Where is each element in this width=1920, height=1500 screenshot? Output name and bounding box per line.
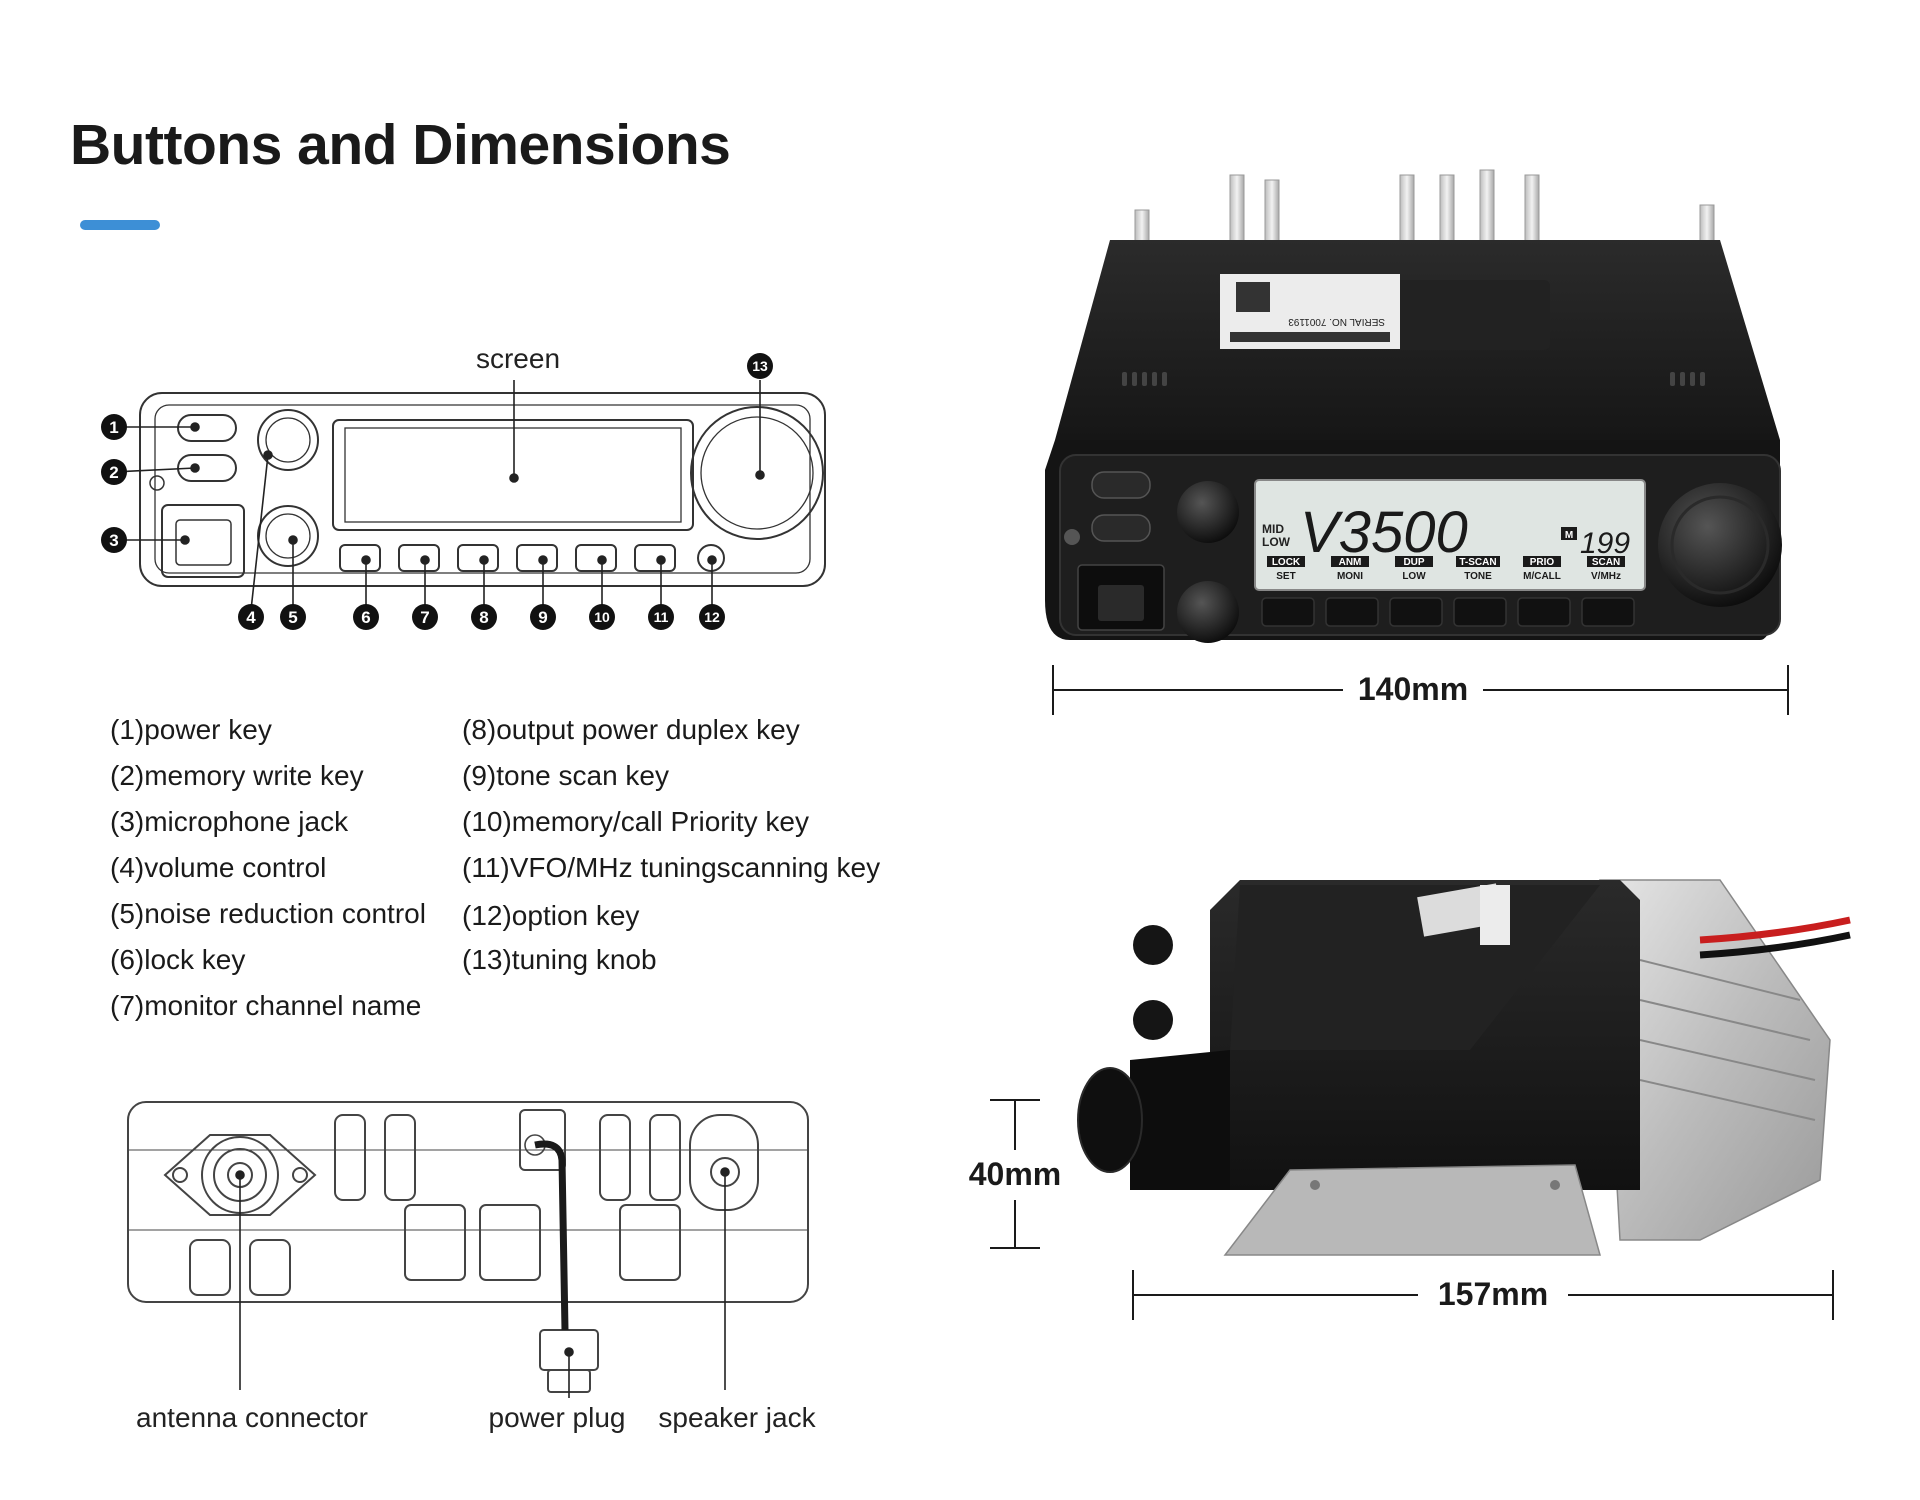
tuning-knob-outline [690,406,824,540]
screen-label: screen [476,343,560,374]
legend-item-10: (10)memory/call Priority key [462,806,809,837]
photo-volume-knob [1177,481,1239,543]
legend-item-11: (11)VFO/MHz tuningscanning key [462,852,881,883]
legend-item-4: (4)volume control [110,852,327,883]
marker-12: 12 [699,604,725,630]
legend-item-3: (3)microphone jack [110,806,349,837]
speaker-jack-label: speaker jack [658,1402,816,1433]
svg-text:11: 11 [654,609,669,625]
front-panel-body [139,392,826,587]
marker-10: 10 [589,604,615,630]
marker-2: 2 [101,459,127,485]
svg-text:PRIO: PRIO [1530,557,1555,568]
svg-text:10: 10 [594,609,610,625]
svg-text:13: 13 [752,358,768,374]
screen-outline [332,419,694,531]
side-tuning-knob [1077,1067,1143,1173]
height-label: 40mm [969,1156,1062,1192]
svg-text:M: M [1565,530,1573,541]
svg-text:MONI: MONI [1337,571,1363,582]
svg-text:2: 2 [109,463,118,482]
speaker-jack-outline [689,1114,759,1211]
legend-item-12: (12)option key [462,900,640,931]
photo-squelch-knob [1177,581,1239,643]
heatsink-fins [1134,169,1715,251]
svg-text:M/CALL: M/CALL [1523,571,1561,582]
lcd-channel-readout: 199 [1580,527,1630,560]
legend-item-13: (13)tuning knob [462,944,657,975]
side-photo: 40mm 157mm [969,879,1851,1320]
svg-text:SCAN: SCAN [1592,557,1620,568]
height-dimension [990,1099,1040,1249]
svg-text:ANM: ANM [1339,557,1362,568]
marker-3: 3 [101,527,127,553]
photo-tuning-knob [1658,483,1782,607]
marker-11: 11 [648,604,674,630]
svg-text:DUP: DUP [1403,557,1424,568]
title-accent-bar [80,220,160,230]
svg-text:LOW: LOW [1402,571,1426,582]
svg-text:9: 9 [538,608,547,627]
legend-item-9: (9)tone scan key [462,760,669,791]
depth-dimension [1132,1270,1834,1320]
marker-8: 8 [471,604,497,630]
marker-13: 13 [747,353,773,379]
depth-label: 157mm [1438,1276,1548,1312]
legend-item-5: (5)noise reduction control [110,898,426,929]
svg-text:LOW: LOW [1262,535,1291,549]
svg-text:SET: SET [1276,571,1295,582]
marker-4: 4 [238,604,264,630]
svg-text:5: 5 [288,608,297,627]
svg-text:8: 8 [479,608,488,627]
microphone-jack-outline [161,504,245,578]
legend-item-7: (7)monitor channel name [110,990,422,1021]
svg-text:3: 3 [109,531,118,550]
photo-front-keys [1261,597,1635,627]
marker-1: 1 [101,414,127,440]
legend-item-8: (8)output power duplex key [462,714,800,745]
memory-write-key-outline [177,454,237,482]
svg-text:4: 4 [246,608,256,627]
antenna-connector-label: antenna connector [136,1402,368,1433]
svg-text:1: 1 [109,418,118,437]
svg-text:T-SCAN: T-SCAN [1459,557,1496,568]
lcd-main-readout: V3500 [1300,500,1468,565]
serial-sticker: SERIAL NO. 7001193 [1220,274,1400,349]
svg-text:SERIAL NO. 7001193: SERIAL NO. 7001193 [1288,316,1385,327]
svg-text:TONE: TONE [1464,571,1492,582]
marker-7: 7 [412,604,438,630]
power-key-outline [177,414,237,442]
marker-6: 6 [353,604,379,630]
svg-text:LOCK: LOCK [1272,557,1301,568]
legend-item-1: (1)power key [110,714,272,745]
antenna-connector-outline [163,1134,317,1216]
page-title: Buttons and Dimensions [70,113,731,177]
svg-text:12: 12 [704,609,720,625]
front-photo: SERIAL NO. 7001193 MID LOW V3500 M 199 L… [1045,169,1789,715]
marker-9: 9 [530,604,556,630]
power-cable-red [1699,916,1851,944]
legend-item-6: (6)lock key [110,944,246,975]
width-label: 140mm [1358,671,1468,707]
rear-panel-diagram: antenna connector power plug speaker jac… [127,1101,817,1433]
svg-text:MID: MID [1262,522,1284,536]
svg-text:V/MHz: V/MHz [1591,571,1621,582]
width-dimension [1052,665,1789,715]
legend-item-2: (2)memory write key [110,760,364,791]
svg-text:6: 6 [361,608,370,627]
power-cable-black [1699,931,1851,959]
marker-5: 5 [280,604,306,630]
rear-panel-body [127,1101,809,1303]
svg-text:7: 7 [420,608,429,627]
front-panel-diagram: 1 2 3 4 5 6 7 8 9 10 11 12 13 screen [101,343,826,630]
power-plug-label: power plug [489,1402,626,1433]
heatsink-block [1599,879,1831,1241]
